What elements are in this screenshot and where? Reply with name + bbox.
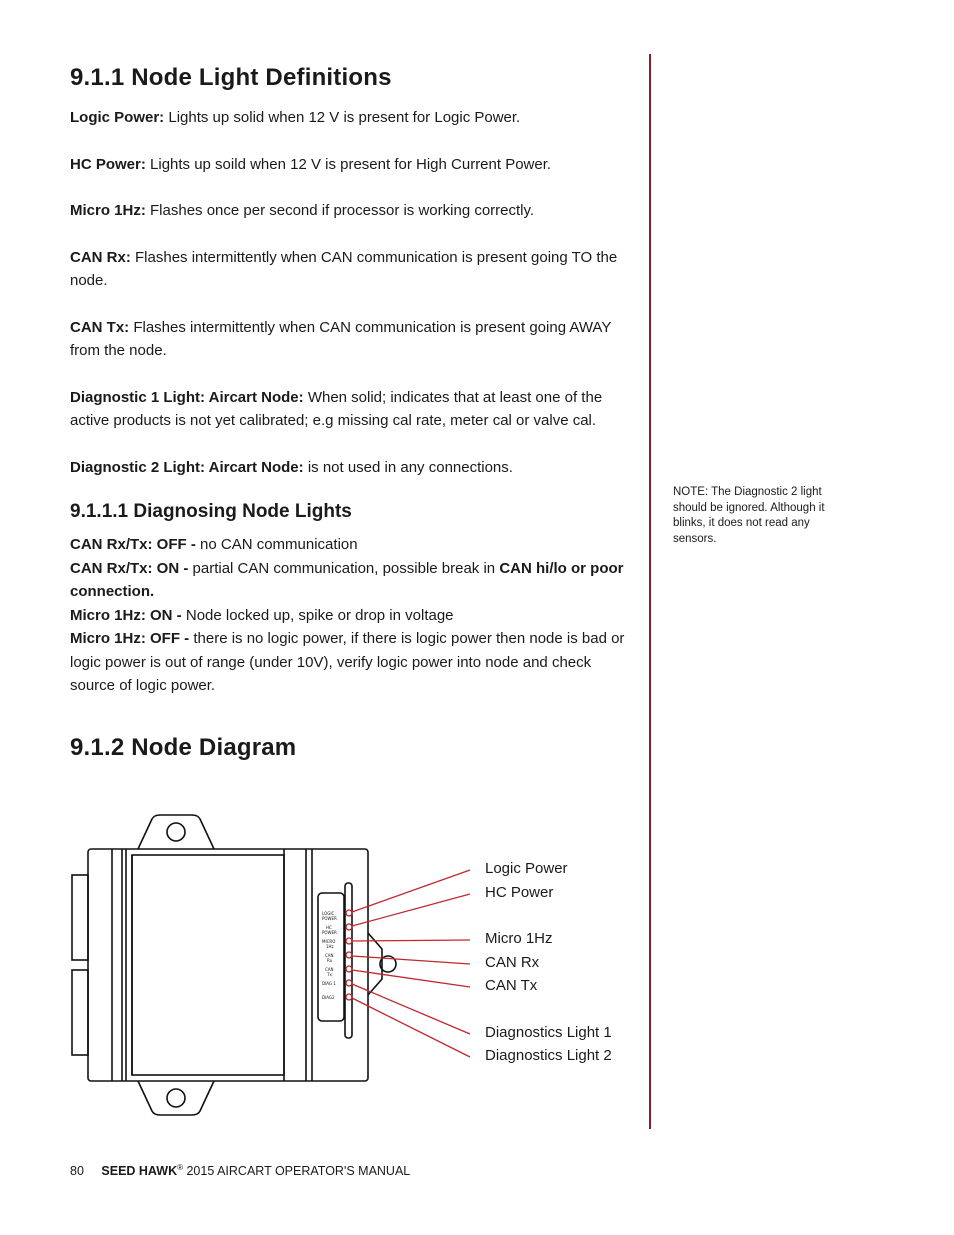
panel-label-logic: LOGIC [322, 911, 335, 916]
panel-label-logic-power: POWER [322, 916, 337, 921]
term-hc-power: HC Power: [70, 155, 146, 173]
term-can-rx: CAN Rx: [70, 248, 131, 266]
panel-label-1hz: 1Hz [326, 944, 334, 949]
footer-brand: SEED HAWK [101, 1164, 178, 1179]
left-connector-bottom [71, 969, 89, 1056]
led-micro-1hz [345, 937, 353, 945]
top-mounting-tab [137, 814, 215, 850]
term-micro-1hz: Micro 1Hz: [70, 202, 146, 219]
panel-label-micro: MICRO [322, 939, 335, 944]
led-label-panel [317, 892, 345, 1022]
led-hc-power [345, 923, 353, 931]
led-can-rx [345, 951, 353, 959]
leader-can-rx [351, 955, 471, 965]
led-logic-power [345, 909, 353, 917]
diag-term-can-off: CAN Rx/Tx: OFF - [70, 536, 196, 553]
led-diag-2 [345, 993, 353, 1001]
led-can-tx [345, 965, 353, 973]
diag-text-can-on: partial CAN communication, possible brea… [192, 559, 496, 577]
panel-label-can-tx-1: CAN [325, 967, 334, 972]
leader-logic-power [351, 869, 471, 913]
heading-node-light-definitions: 9.1.1 Node Light Definitions [70, 64, 392, 91]
side-note: NOTE: The Diagnostic 2 light should be i… [673, 486, 825, 545]
callout-can-rx: CAN Rx [485, 954, 540, 971]
text-can-tx: Flashes intermittently when CAN communic… [70, 318, 612, 360]
diag-term-micro-off: Micro 1Hz: OFF - [70, 630, 190, 647]
callout-hc-power: HC Power [485, 884, 554, 901]
page-divider-rule [649, 54, 651, 1129]
leader-can-tx [351, 969, 471, 988]
callout-logic-power: Logic Power [485, 860, 568, 877]
heading-diagnosing-node-lights: 9.1.1.1 Diagnosing Node Lights [70, 501, 352, 522]
leader-diag-2 [351, 997, 471, 1058]
node-body [87, 848, 369, 1082]
page-number: 80 [70, 1164, 84, 1179]
text-diagnostic-2: is not used in any connections. [307, 458, 513, 476]
diag-line-can-off: CAN Rx/Tx: OFF - no CAN communication [70, 533, 630, 557]
callout-can-tx: CAN Tx [485, 977, 538, 994]
node-diagram-svg: LOGIC POWER HC POWER MICRO 1Hz CAN Rx CA… [71, 814, 471, 1116]
footer-manual-title: 2015 AIRCART OPERATOR'S MANUAL [186, 1164, 411, 1179]
definition-can-rx: CAN Rx: Flashes intermittently when CAN … [70, 246, 630, 293]
text-hc-power: Lights up soild when 12 V is present for… [150, 155, 552, 173]
panel-label-diag1: DIAG 1 [322, 981, 336, 986]
left-connector-top [71, 874, 89, 961]
diag-line-can-on: CAN Rx/Tx: ON - partial CAN communicatio… [70, 557, 630, 604]
panel-label-diag2: DIAG2 [322, 995, 335, 1000]
text-micro-1hz: Flashes once per second if processor is … [150, 202, 535, 219]
side-mounting-hole [379, 955, 397, 973]
panel-label-hc: HC [326, 925, 332, 930]
main-column: 9.1.1 Node Light Definitions Logic Power… [70, 62, 630, 764]
leader-diag-1 [351, 983, 471, 1035]
panel-label-hc-power: POWER [322, 930, 337, 935]
page-footer: 80 SEED HAWK® 2015 AIRCART OPERATOR'S MA… [70, 1163, 410, 1178]
bottom-mounting-hole [166, 1088, 186, 1108]
callout-micro-1hz: Micro 1Hz [485, 930, 553, 947]
callout-diagnostics-light-1: Diagnostics Light 1 [485, 1024, 612, 1041]
panel-label-can-rx-1: CAN [325, 953, 334, 958]
term-diagnostic-1: Diagnostic 1 Light: Aircart Node: [70, 388, 304, 406]
node-top-panel [131, 854, 285, 1076]
text-can-rx: Flashes intermittently when CAN communic… [70, 248, 618, 290]
definition-can-tx: CAN Tx: Flashes intermittently when CAN … [70, 316, 630, 363]
panel-label-tx: Tx [326, 972, 332, 977]
diag-term-micro-on: Micro 1Hz: ON - [70, 606, 182, 624]
definition-micro-1hz: Micro 1Hz: Flashes once per second if pr… [70, 199, 630, 223]
panel-label-rx: Rx [327, 958, 333, 963]
led-diag-1 [345, 979, 353, 987]
node-diagram: LOGIC POWER HC POWER MICRO 1Hz CAN Rx CA… [60, 805, 640, 1125]
led-side-strip [344, 882, 353, 1039]
term-can-tx: CAN Tx: [70, 318, 130, 336]
diag-line-micro-on: Micro 1Hz: ON - Node locked up, spike or… [70, 604, 630, 628]
leader-hc-power [351, 893, 471, 927]
diag-text-micro-off: there is no logic power, if there is log… [70, 630, 625, 694]
leader-micro-1hz [351, 939, 471, 942]
bottom-mounting-tab [137, 1080, 215, 1116]
text-diagnostic-1: When solid; indicates that at least one … [70, 388, 603, 430]
registered-mark: ® [177, 1163, 183, 1172]
definition-hc-power: HC Power: Lights up soild when 12 V is p… [70, 153, 630, 177]
diag-bold-can-hilo: CAN hi/lo or poor connection. [70, 559, 624, 601]
definition-logic-power: Logic Power: Lights up solid when 12 V i… [70, 106, 630, 130]
diag-text-can-off: no CAN communication [200, 536, 358, 553]
top-mounting-hole [166, 822, 186, 842]
definition-diagnostic-2: Diagnostic 2 Light: Aircart Node: is not… [70, 456, 630, 480]
term-logic-power: Logic Power: [70, 109, 165, 126]
diag-term-can-on: CAN Rx/Tx: ON - [70, 559, 189, 577]
heading-node-diagram: 9.1.2 Node Diagram [70, 733, 297, 761]
definition-diagnostic-1: Diagnostic 1 Light: Aircart Node: When s… [70, 386, 630, 433]
term-diagnostic-2: Diagnostic 2 Light: Aircart Node: [70, 458, 304, 476]
diag-text-micro-on: Node locked up, spike or drop in voltage [185, 606, 454, 624]
text-logic-power: Lights up solid when 12 V is present for… [168, 109, 521, 126]
diag-line-micro-off: Micro 1Hz: OFF - there is no logic power… [70, 627, 630, 698]
diagnosing-list: CAN Rx/Tx: OFF - no CAN communication CA… [70, 533, 630, 698]
callout-diagnostics-light-2: Diagnostics Light 2 [485, 1047, 612, 1064]
